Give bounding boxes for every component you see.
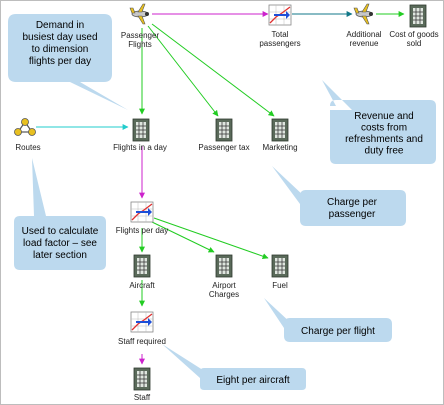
text-line: Aircraft <box>129 281 155 290</box>
text-line: Flights <box>128 40 152 49</box>
node-staff-label: Staff <box>134 393 151 402</box>
text-line: Flights per day <box>116 226 168 235</box>
arrow-flights-to-marketing <box>151 23 275 117</box>
arrows <box>36 11 405 365</box>
text-line: later section <box>33 250 87 261</box>
node-passenger-tax-label: Passenger tax <box>198 143 249 152</box>
text-line: load factor – see <box>23 238 97 249</box>
node-routes[interactable]: Routes <box>13 117 41 153</box>
arrow-flights-to-passenger-tax <box>147 25 219 117</box>
text-line: Passenger tax <box>198 143 249 152</box>
text-line: busiest day used <box>22 32 97 43</box>
node-fuel-label: Fuel <box>272 281 288 290</box>
stock-icon <box>271 254 289 278</box>
plane-icon <box>353 3 374 25</box>
node-flights-per-day[interactable]: Flights per day <box>116 201 168 235</box>
callout-eight-per-aircraft: Eight per aircraft <box>162 344 306 390</box>
graph-icon <box>130 201 154 223</box>
node-routes-label: Routes <box>15 143 40 152</box>
text-line: Demand in <box>36 20 84 31</box>
text-line: Passenger <box>121 31 160 40</box>
graph-icon <box>130 311 154 333</box>
node-flights-per-day-label: Flights per day <box>116 226 168 235</box>
text-line: flights per day <box>29 56 91 67</box>
graph-icon <box>268 4 292 26</box>
text-line: Staff <box>134 393 151 402</box>
node-aircraft[interactable]: Aircraft <box>129 254 155 290</box>
arrow-per-day-to-airport <box>151 221 215 253</box>
node-flights-in-a-day[interactable]: Flights in a day <box>113 118 167 152</box>
callout-eight-per-aircraft-text: Eight per aircraft <box>216 375 290 386</box>
plane-icon <box>129 3 150 25</box>
text-line: sold <box>407 39 422 48</box>
stock-icon <box>133 254 151 278</box>
text-line: refreshments and <box>345 134 423 145</box>
text-line: Additional <box>346 30 381 39</box>
callout-charge-flight: Charge per flight <box>264 298 392 342</box>
text-line: costs from <box>361 123 407 134</box>
stock-icon <box>132 118 150 142</box>
text-line: Charge per <box>327 197 378 208</box>
stock-icon <box>409 4 427 28</box>
node-flights-in-a-day-label: Flights in a day <box>113 143 167 152</box>
text-line: Fuel <box>272 281 288 290</box>
text-line: Staff required <box>118 337 166 346</box>
text-line: Marketing <box>262 143 297 152</box>
text-line: duty free <box>365 146 404 157</box>
text-line: Flights in a day <box>113 143 167 152</box>
text-line: passengers <box>259 39 300 48</box>
text-line: revenue <box>350 39 379 48</box>
stock-icon <box>133 367 151 391</box>
text-line: Cost of goods <box>389 30 438 39</box>
node-fuel[interactable]: Fuel <box>271 254 289 290</box>
callout-charge-flight-text: Charge per flight <box>301 326 375 337</box>
stock-icon <box>215 118 233 142</box>
routes-icon <box>13 117 37 137</box>
text-line: Total <box>272 30 289 39</box>
text-line: Routes <box>15 143 40 152</box>
text-line: Used to calculate <box>22 226 99 237</box>
node-staff[interactable]: Staff <box>133 367 151 402</box>
node-aircraft-label: Aircraft <box>129 281 155 290</box>
text-line: Eight per aircraft <box>216 375 290 386</box>
text-line: to dimension <box>32 44 89 55</box>
text-line: Charge per flight <box>301 326 375 337</box>
text-line: Revenue and <box>354 111 414 122</box>
text-line: Charges <box>209 290 239 299</box>
text-line: passenger <box>329 209 376 220</box>
node-staff-required[interactable]: Staff required <box>118 311 166 346</box>
node-marketing-label: Marketing <box>262 143 297 152</box>
node-staff-required-label: Staff required <box>118 337 166 346</box>
node-marketing[interactable]: Marketing <box>262 118 298 152</box>
arrow-per-day-to-fuel <box>153 217 269 260</box>
stock-icon <box>215 254 233 278</box>
text-line: Airport <box>212 281 236 290</box>
node-passenger-tax[interactable]: Passenger tax <box>198 118 250 152</box>
stock-icon <box>271 118 289 142</box>
